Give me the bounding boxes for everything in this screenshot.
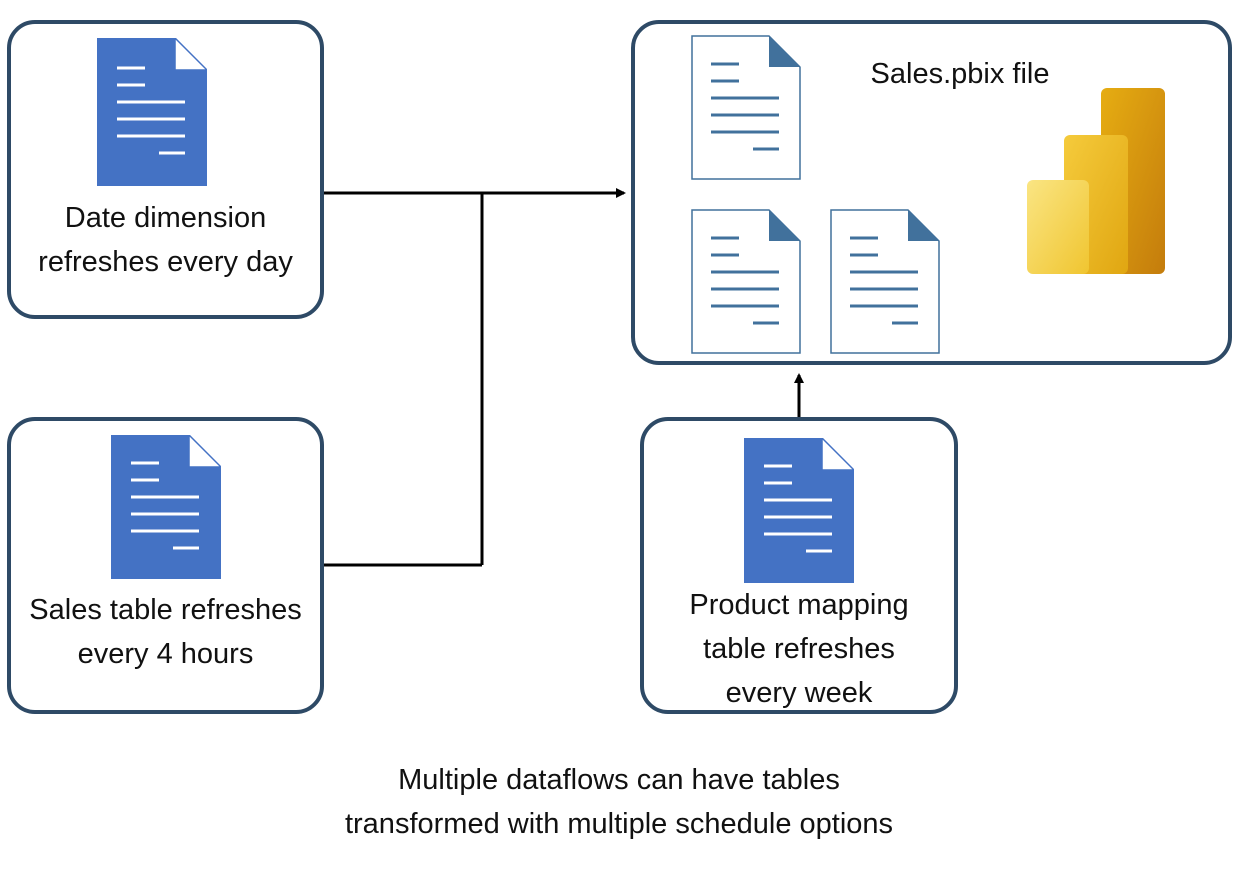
product-mapping-label: Product mapping table refreshes every we… <box>689 589 909 709</box>
date-dimension-label: Date dimension refreshes every day <box>38 202 293 278</box>
document-icon <box>97 38 207 186</box>
document-outline-icon <box>830 209 940 354</box>
sales-pbix-title: Sales.pbix file <box>870 58 1050 90</box>
document-icon <box>111 435 221 579</box>
diagram-caption: Multiple dataflows can have tables trans… <box>344 764 894 840</box>
document-outline-icon <box>691 35 801 180</box>
document-icon <box>744 438 854 583</box>
sales-table-label: Sales table refreshes every 4 hours <box>29 594 302 670</box>
powerbi-logo-icon <box>1027 88 1165 274</box>
powerbi-bar-short <box>1027 180 1089 274</box>
document-outline-icon <box>691 209 801 354</box>
